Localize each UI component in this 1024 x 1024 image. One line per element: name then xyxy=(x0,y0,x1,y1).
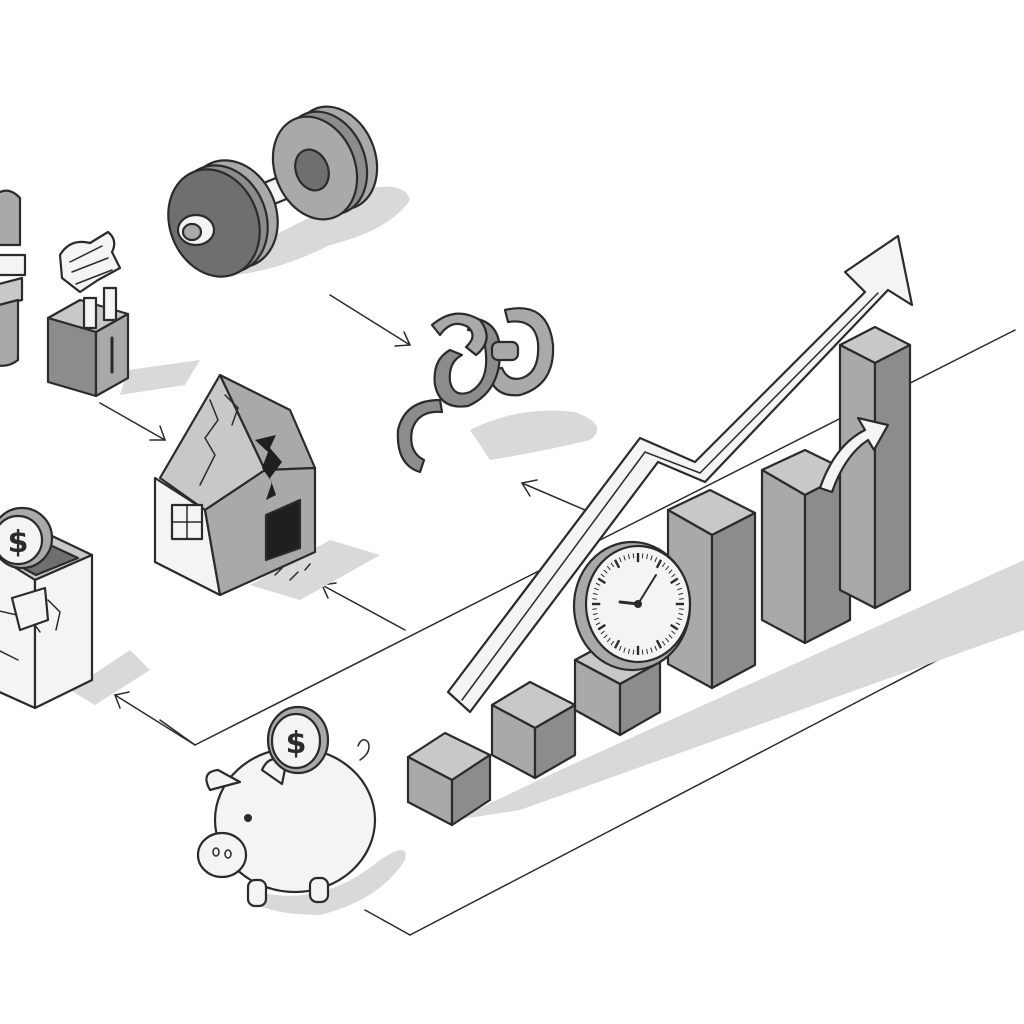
clock-tick xyxy=(597,577,606,585)
trend-arrow-icon xyxy=(446,234,914,714)
dumbbell-icon xyxy=(167,105,410,278)
clock-tick xyxy=(623,647,626,653)
clock-tick xyxy=(595,622,601,626)
clock-tick xyxy=(654,645,658,651)
clock-tick xyxy=(677,617,682,621)
growth-block-1 xyxy=(406,731,492,827)
clock-tick xyxy=(661,640,666,646)
clock-tick xyxy=(603,569,608,574)
growth-bar-5 xyxy=(760,448,852,645)
clock-tick xyxy=(606,565,611,571)
clock-tick xyxy=(594,587,599,591)
clock-tick xyxy=(618,557,622,563)
clock-tick xyxy=(679,608,684,610)
clock-tick xyxy=(610,640,615,646)
clock-tick xyxy=(677,587,682,591)
coin-icon: $ xyxy=(266,705,330,775)
clock-tick xyxy=(678,592,684,595)
svg-text:$: $ xyxy=(8,525,29,560)
clock-tick xyxy=(603,634,608,639)
clock-tick xyxy=(592,613,598,616)
clock-tick xyxy=(613,559,621,569)
clock-tick xyxy=(665,565,670,571)
clock-tick xyxy=(623,555,626,561)
clock-tick xyxy=(627,554,630,560)
clock-tick xyxy=(678,613,684,616)
clock-tick-marks xyxy=(592,553,684,655)
clock-tick xyxy=(613,639,621,649)
clock-tick xyxy=(671,573,676,578)
coin-box-icon: $ xyxy=(0,506,150,710)
cracked-house-icon xyxy=(153,373,380,600)
svg-text:$: $ xyxy=(286,726,307,761)
piggy-bank-icon: $ xyxy=(196,705,406,915)
clock-tick xyxy=(646,554,649,560)
clock-tick xyxy=(650,555,653,561)
clock-icon xyxy=(572,540,692,672)
clock-tick xyxy=(592,608,597,610)
clock-tick xyxy=(592,598,597,600)
clock-tick xyxy=(655,639,663,649)
clock-tick xyxy=(595,582,601,586)
coin-icon: $ xyxy=(0,506,54,570)
chain-link-icon xyxy=(396,307,598,474)
clock-tick xyxy=(597,623,606,631)
clock-tick xyxy=(670,623,679,631)
clock-tick xyxy=(655,559,663,569)
clock-tick xyxy=(600,630,605,635)
clock-tick xyxy=(675,622,681,626)
clock-tick xyxy=(650,647,653,653)
clock-tick xyxy=(600,573,605,578)
clock-tick xyxy=(627,648,630,654)
clock-tick xyxy=(654,557,658,563)
connector-arrows xyxy=(99,294,586,746)
clock-tick xyxy=(661,562,666,568)
clock-tick xyxy=(675,582,681,586)
growth-bar-6 xyxy=(838,325,912,610)
clock-tick xyxy=(618,645,622,651)
growth-block-2 xyxy=(490,680,577,780)
clock-tick xyxy=(594,617,599,621)
clock-tick xyxy=(668,569,673,574)
curved-arrow-icon xyxy=(818,416,890,494)
clock-tick xyxy=(668,634,673,639)
clock-tick xyxy=(646,648,649,654)
clock-tick xyxy=(610,562,615,568)
clock-tick xyxy=(671,630,676,635)
growth-bar-chart-icon xyxy=(406,325,1024,827)
clock-tick xyxy=(665,637,670,643)
clock-tick xyxy=(679,598,684,600)
toolbox-icon xyxy=(46,230,200,398)
clock-tick xyxy=(592,592,598,595)
fire-hydrant-icon xyxy=(0,189,27,367)
clock-tick xyxy=(606,637,611,643)
clock-tick xyxy=(670,577,679,585)
